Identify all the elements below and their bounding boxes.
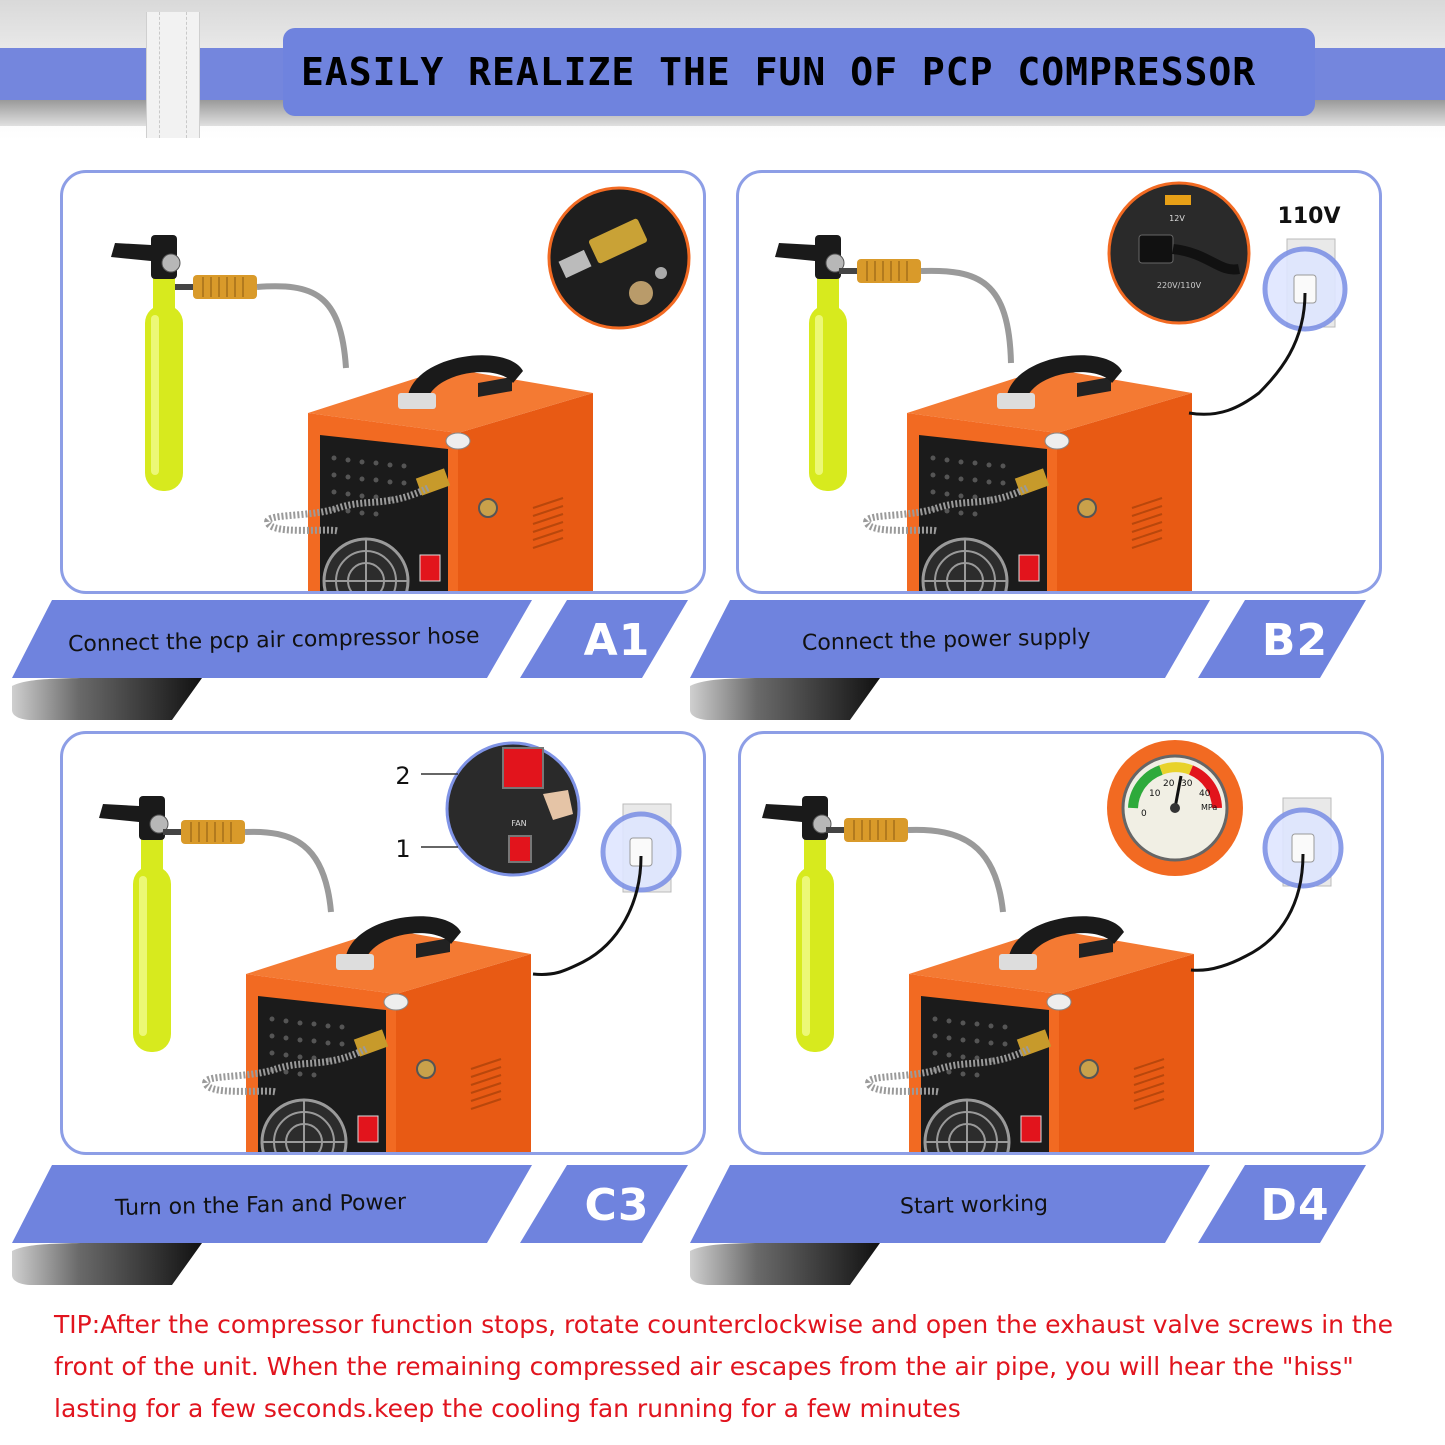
banner-clip bbox=[146, 12, 200, 138]
step-a1-ribbon bbox=[12, 600, 688, 720]
title-banner: EASILY REALIZE THE FUN OF PCP COMPRESSOR bbox=[283, 28, 1315, 116]
gauge-tick-20: 20 bbox=[1163, 779, 1175, 789]
gauge-tick-10: 10 bbox=[1149, 789, 1161, 799]
page-title: EASILY REALIZE THE FUN OF PCP COMPRESSOR bbox=[301, 50, 1257, 94]
step-b2-caption: Connect the power supply B2 bbox=[690, 600, 1370, 720]
step-c3-panel: FAN 2 1 bbox=[60, 731, 706, 1155]
gauge-tick-30: 30 bbox=[1181, 779, 1193, 789]
step-d4-illustration: 0 10 20 30 40 MPa bbox=[761, 740, 1344, 1152]
step-c3-label: Turn on the Fan and Power bbox=[114, 1189, 407, 1221]
step-b2-panel: 12V 220V/110V 110V bbox=[736, 170, 1382, 594]
step-c3-ribbon bbox=[12, 1165, 688, 1285]
step-a1-code: A1 bbox=[583, 614, 651, 666]
port-label-12v: 12V bbox=[1169, 214, 1185, 223]
gauge-tick-40: 40 bbox=[1199, 789, 1211, 799]
fan-callout-label: FAN bbox=[511, 819, 526, 828]
step-b2-illustration: 12V 220V/110V 110V bbox=[774, 181, 1348, 591]
tip-text: TIP:After the compressor function stops,… bbox=[54, 1310, 1393, 1423]
voltage-label: 110V bbox=[1278, 204, 1341, 229]
step-d4-ribbon bbox=[690, 1165, 1366, 1285]
callout-1: 1 bbox=[395, 835, 410, 863]
step-b2-ribbon bbox=[690, 600, 1366, 720]
gauge-unit: MPa bbox=[1201, 803, 1217, 812]
step-d4-panel: 0 10 20 30 40 MPa bbox=[738, 731, 1384, 1155]
step-a1-illustration bbox=[110, 186, 691, 591]
gauge-tick-0: 0 bbox=[1141, 809, 1147, 819]
step-a1-caption: Connect the pcp air compressor hose A1 bbox=[12, 600, 692, 720]
callout-2: 2 bbox=[395, 762, 410, 790]
step-b2-code: B2 bbox=[1261, 614, 1329, 666]
step-c3-code: C3 bbox=[584, 1179, 650, 1231]
step-d4-label: Start working bbox=[899, 1190, 1049, 1220]
step-a1-panel bbox=[60, 170, 706, 594]
step-c3-illustration: FAN 2 1 bbox=[98, 741, 682, 1152]
step-c3-caption: Turn on the Fan and Power C3 bbox=[12, 1165, 692, 1285]
step-d4-caption: Start working D4 bbox=[690, 1165, 1370, 1285]
step-d4-code: D4 bbox=[1260, 1179, 1330, 1231]
port-label-ac: 220V/110V bbox=[1157, 281, 1202, 290]
step-b2-label: Connect the power supply bbox=[801, 624, 1091, 656]
step-a1-label: Connect the pcp air compressor hose bbox=[67, 623, 480, 657]
